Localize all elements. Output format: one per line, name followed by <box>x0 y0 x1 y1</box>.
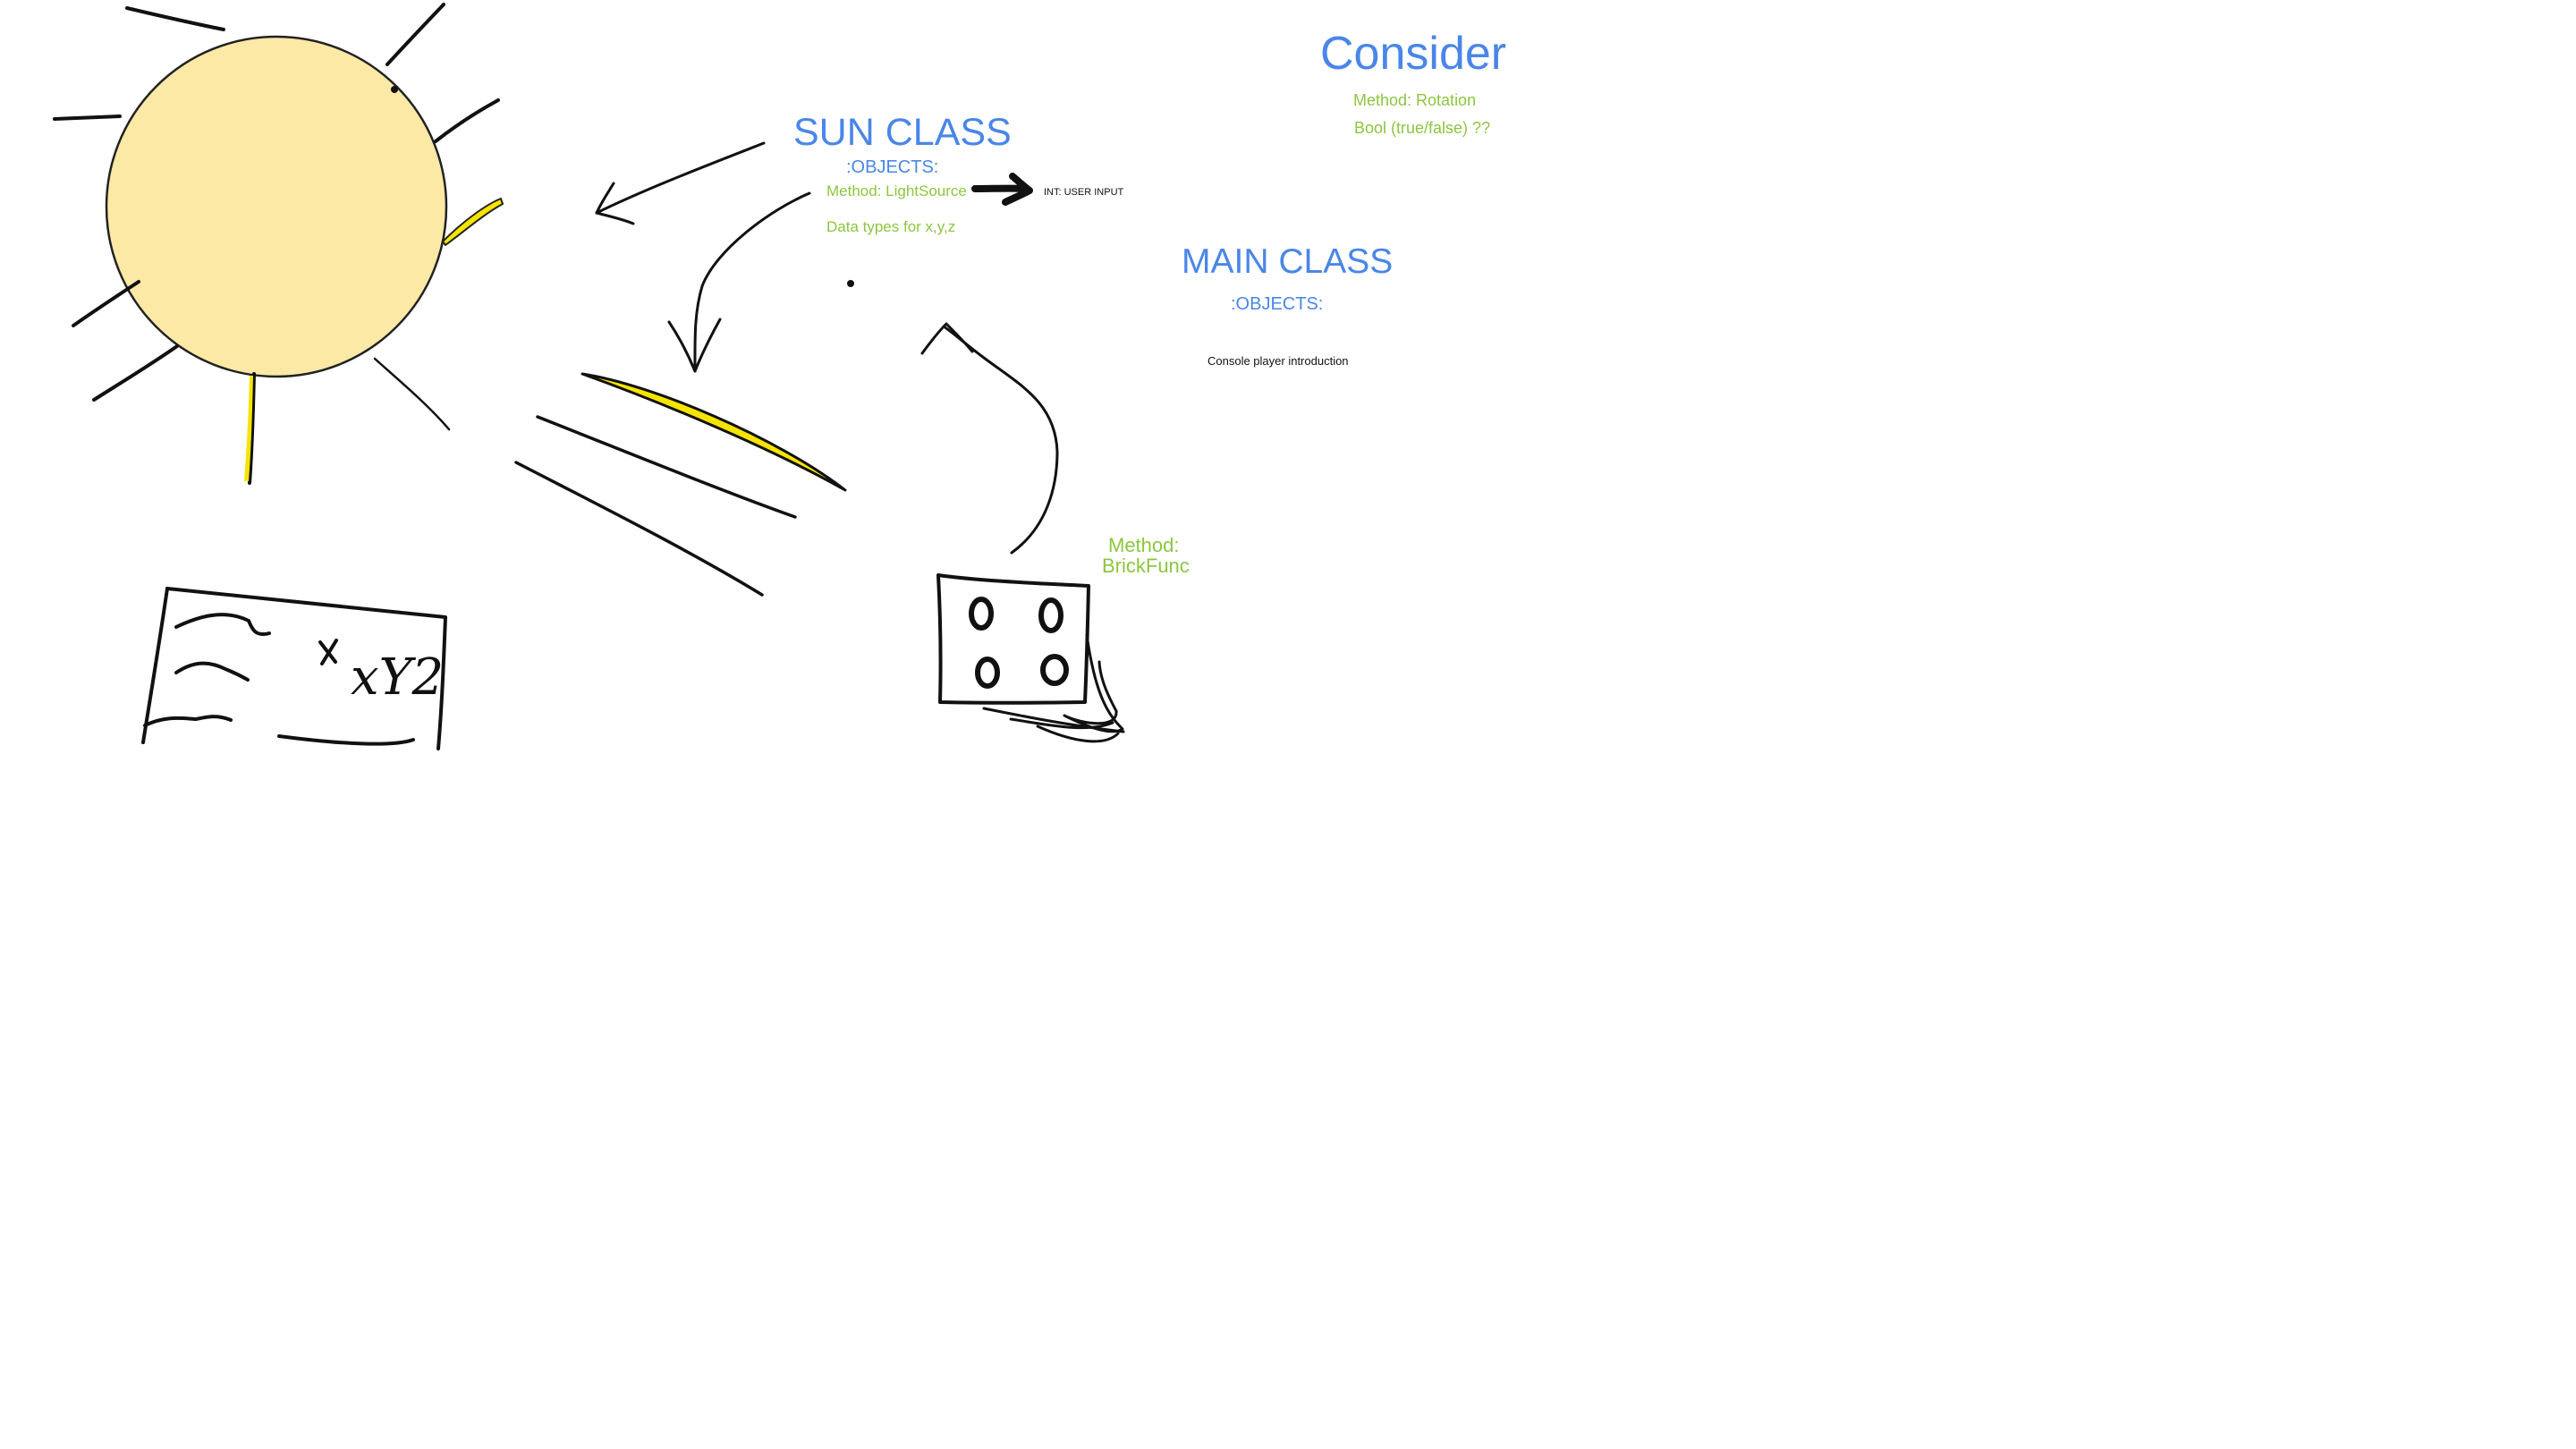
sun-class-objects-label: :OBJECTS: <box>846 157 939 177</box>
sun-class-title: SUN CLASS <box>793 111 1012 154</box>
sun-class-input-note: INT: USER INPUT <box>1044 187 1124 198</box>
stray-dot <box>847 280 854 287</box>
note-box-text: xY2 <box>351 648 444 707</box>
consider-item-bool: Bool (true/false) ?? <box>1354 119 1491 137</box>
sun-dot <box>391 86 398 93</box>
note-box-sketch <box>141 587 447 750</box>
sun-ray-highlight <box>244 376 253 481</box>
consider-title: Consider <box>1320 28 1507 80</box>
brick-stud <box>969 597 994 631</box>
arrow-from-brick <box>920 322 1059 555</box>
sun-highlight <box>442 198 504 246</box>
main-class-title: MAIN CLASS <box>1182 242 1394 281</box>
arrow-to-rays <box>667 191 811 373</box>
sun-body <box>105 35 448 378</box>
brick-scribble <box>982 633 1125 743</box>
light-ray-highlighted <box>580 372 847 492</box>
sun-sketch <box>53 3 504 485</box>
sun-class-data-types: Data types for x,y,z <box>826 218 956 235</box>
main-class-objects-label: :OBJECTS: <box>1231 294 1324 314</box>
light-ray-middle <box>536 415 797 519</box>
brick-outline <box>936 573 1090 705</box>
brick-method-line2: BrickFunc <box>1102 555 1190 577</box>
consider-item-rotation: Method: Rotation <box>1353 91 1477 109</box>
brick-method-line1: Method: <box>1108 534 1180 556</box>
brick-sketch <box>936 573 1125 743</box>
light-ray-bottom <box>514 461 764 597</box>
brick-stud <box>1038 597 1063 633</box>
light-ray-strokes <box>514 372 847 597</box>
sun-class-method: Method: LightSource <box>826 182 967 199</box>
sun-rays <box>53 3 500 485</box>
arrow-to-user-input <box>971 173 1033 206</box>
main-class-intro: Console player introduction <box>1208 354 1349 368</box>
brick-stud <box>1040 654 1069 686</box>
arrow-to-sun <box>595 141 766 225</box>
brick-stud <box>975 657 1000 689</box>
